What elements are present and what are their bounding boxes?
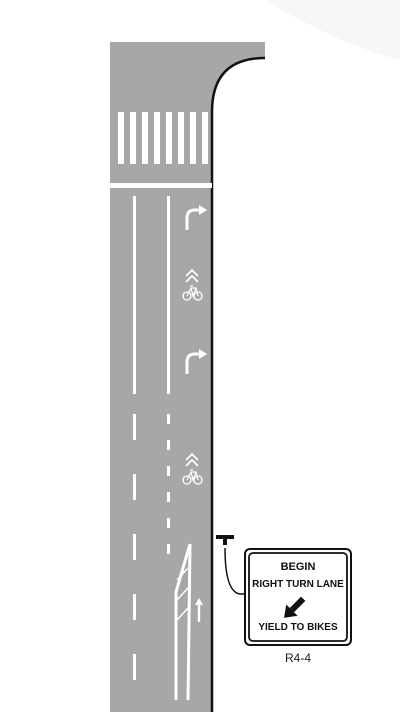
sign-inner-border xyxy=(248,552,348,642)
sign-line-begin: BEGIN xyxy=(281,561,316,573)
diagonal-left-arrow-icon xyxy=(284,596,306,618)
curb-line xyxy=(210,56,266,712)
sign-line-right-turn-lane: RIGHT TURN LANE xyxy=(252,579,344,590)
road-surface xyxy=(110,42,265,712)
crosswalk-icon xyxy=(118,112,208,164)
lane-line-center-solid xyxy=(167,196,170,394)
lane-line-left-dashed xyxy=(133,414,136,680)
right-turn-arrow-icon xyxy=(185,205,207,230)
sign-outer-border xyxy=(244,548,352,646)
sharrow-icon xyxy=(182,452,203,485)
r4-4-sign: BEGIN RIGHT TURN LANE YIELD TO BIKES xyxy=(244,548,352,646)
sign-code-label: R4-4 xyxy=(285,651,311,665)
right-turn-arrow-icon xyxy=(185,349,207,374)
sharrow-icon xyxy=(182,268,203,301)
sign-line-yield-to-bikes: YIELD TO BIKES xyxy=(258,622,338,633)
lane-line-left-solid xyxy=(133,196,136,394)
straight-arrow-icon xyxy=(195,598,203,622)
lane-taper-lines xyxy=(174,543,192,701)
lane-line-center-dotted xyxy=(167,414,170,554)
background-shade xyxy=(265,0,400,60)
stop-bar xyxy=(110,183,212,188)
sign-location-marker xyxy=(216,535,244,595)
